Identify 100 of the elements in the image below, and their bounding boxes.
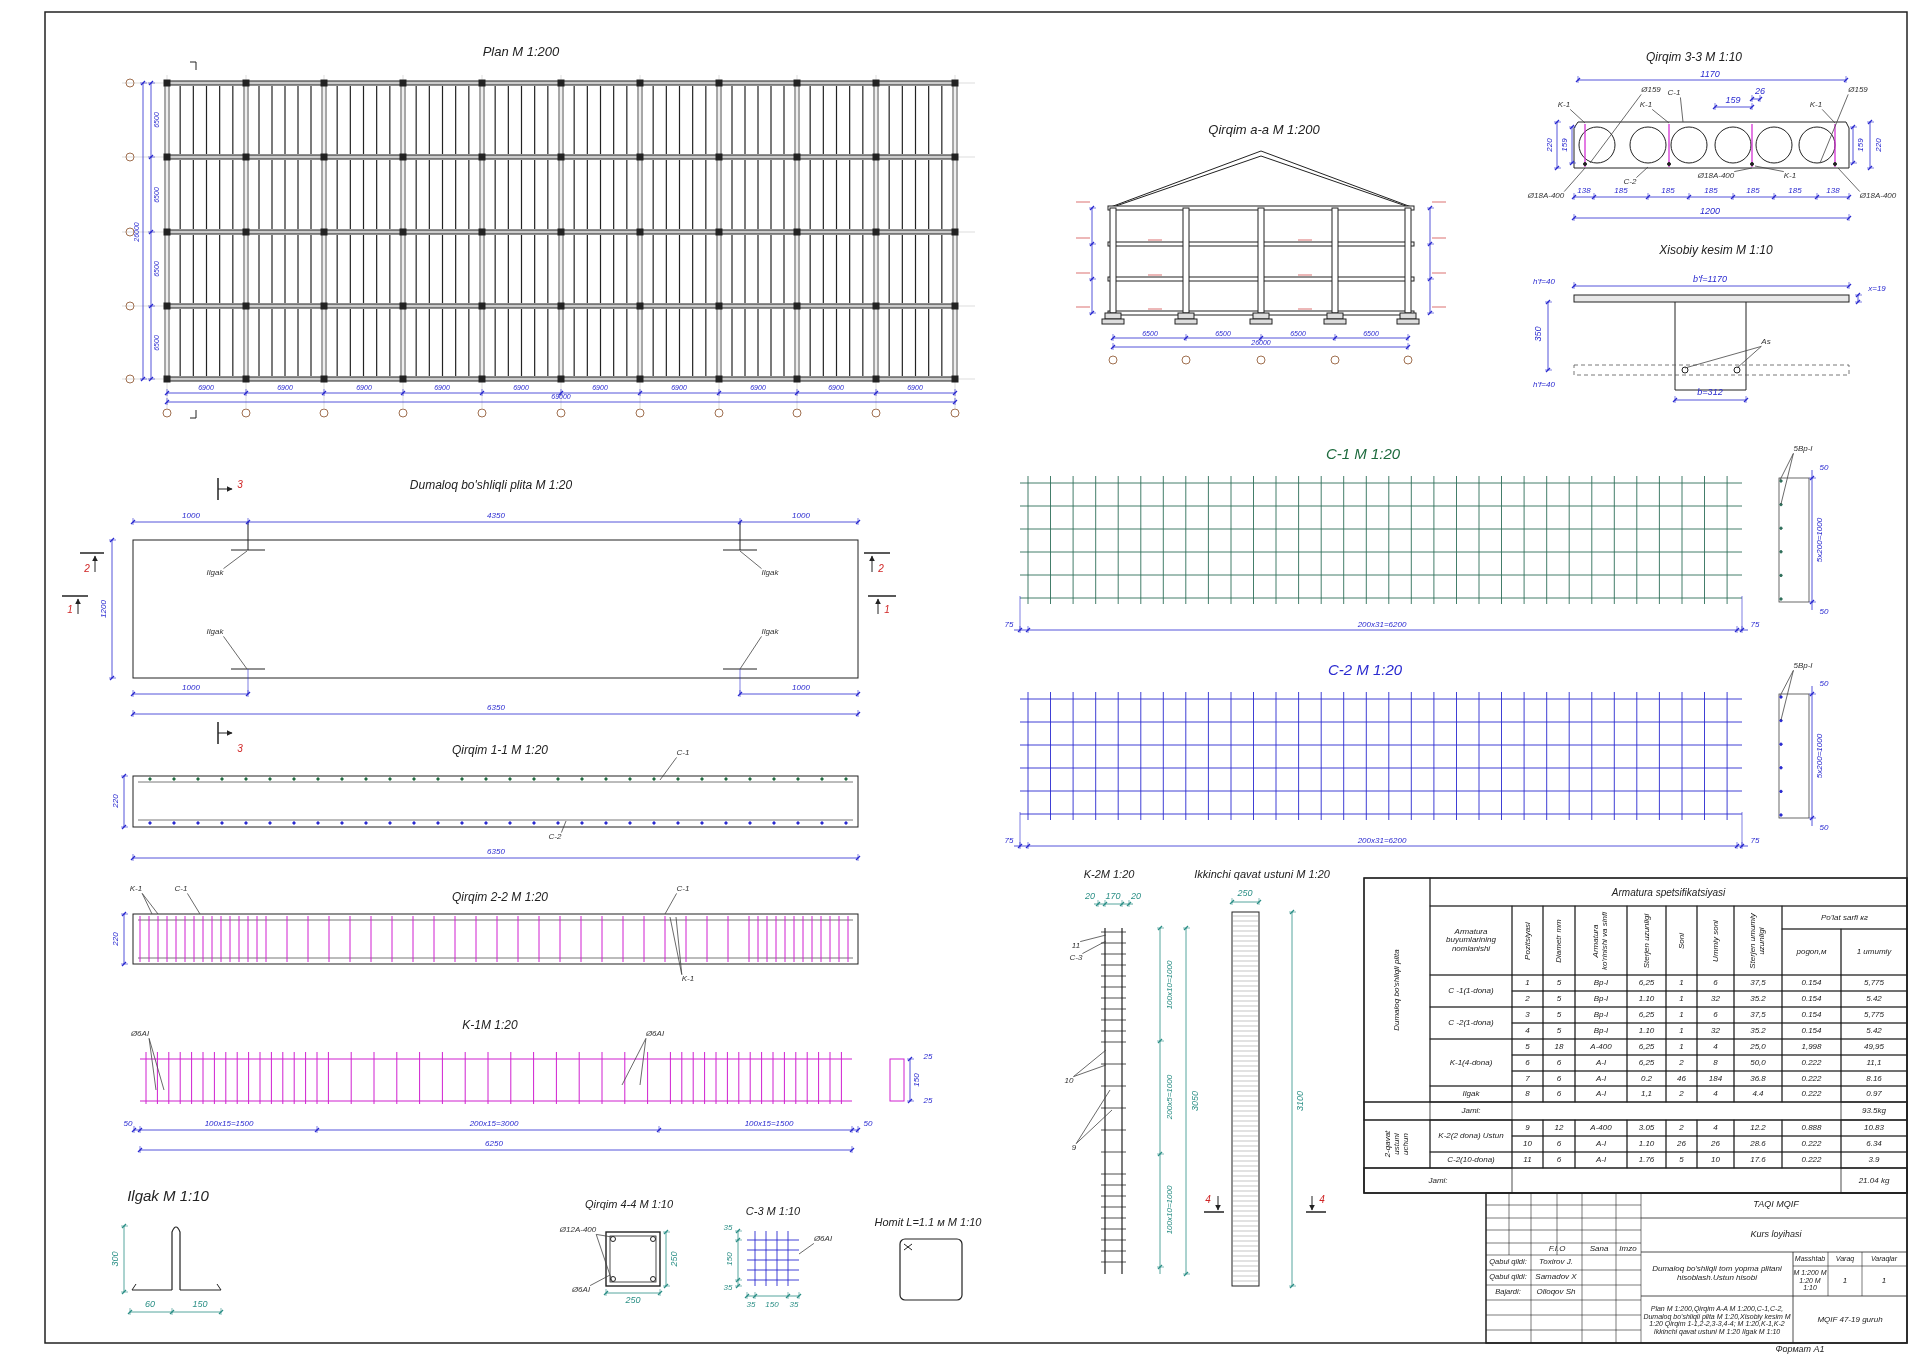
table-cell-text: 5,775 — [1863, 1010, 1885, 1020]
leader-line — [1680, 97, 1684, 123]
mesh-drawing — [746, 1230, 800, 1287]
view-title: Homit L=1.1 м M 1:10 — [874, 1215, 982, 1229]
table-cell-text: 10 — [1522, 1139, 1533, 1149]
table-cell-text: 1 — [1678, 1010, 1685, 1020]
dimension-value: b'f=1170 — [1693, 275, 1727, 285]
row-header: Dumaloq bo'shliqli plita — [1392, 948, 1402, 1033]
dimension-value: 150 — [765, 1300, 779, 1310]
dimension-value: 50 — [1819, 679, 1829, 689]
table-cell-text: 9 — [1524, 1123, 1531, 1133]
column-header: Ummiy soni — [1711, 918, 1720, 964]
table-cell-text: Bp-I — [1592, 1026, 1610, 1036]
dimension-value: 100x15=1500 — [744, 1119, 794, 1129]
leader-line — [589, 1274, 611, 1286]
section-number: 3 — [237, 742, 243, 754]
title-block-text: Samadov X — [1535, 1272, 1577, 1282]
table-cell-text: 6 — [1524, 1058, 1531, 1068]
leader-line — [1563, 167, 1586, 192]
table-cell-text: 6,25 — [1637, 1042, 1656, 1052]
dimension-value: 200x15=3000 — [469, 1119, 519, 1129]
table-cell-text: 6 — [1712, 978, 1719, 988]
table-cell-text: 1.10 — [1637, 1139, 1656, 1149]
sheet-format-text: Формат А1 — [1775, 1345, 1825, 1355]
column-header: Armatura buyumlarining nomlanishi — [1445, 927, 1497, 954]
table-cell-text: 2 — [1678, 1123, 1685, 1133]
callout-label: Ø18A-400 — [1859, 191, 1897, 201]
callout-label: C-2 — [1623, 177, 1637, 187]
row-header: C -2(1-dona) — [1447, 1018, 1495, 1028]
dimension-value: 3050 — [1191, 1091, 1201, 1111]
column-cage-drawing — [1100, 927, 1127, 1275]
dimension-value: 250 — [625, 1296, 641, 1306]
leader-line — [223, 550, 248, 569]
table-cell-text: A-I — [1594, 1074, 1608, 1083]
leader-line — [223, 636, 248, 670]
table-cell-text: 5 — [1524, 1042, 1531, 1052]
callout-label: Ø12A-400 — [559, 1225, 597, 1235]
table-cell-text: 32 — [1710, 1026, 1721, 1036]
table-cell-text: 6 — [1555, 1089, 1563, 1099]
dimension-value: 100x15=1500 — [204, 1119, 254, 1129]
leader-line — [1819, 94, 1849, 164]
table-cell-text: A-400 — [1589, 1123, 1613, 1133]
table-cell-text: 1,998 — [1800, 1042, 1823, 1052]
leader-line — [639, 1038, 647, 1086]
leader-line — [1651, 109, 1670, 124]
dimension-value: 220 — [111, 932, 121, 946]
dimension-value: 1000 — [792, 511, 810, 521]
dimension-value: 138 — [1826, 186, 1840, 196]
callout-label: C-1 — [676, 884, 690, 894]
table-cell-text: 8 — [1524, 1089, 1531, 1099]
callout-label: K-1 — [681, 974, 695, 984]
leader-line — [739, 636, 762, 670]
table-cell-text: 6,25 — [1637, 1010, 1656, 1020]
dimension-value: 250 — [670, 1251, 680, 1267]
dimension-value: h'f=40 — [1533, 380, 1555, 390]
view-title: Qirqim a-a M 1:200 — [1208, 122, 1320, 138]
table-cell-text: 0.154 — [1800, 978, 1823, 988]
view-title: Qirqim 3-3 M 1:10 — [1646, 51, 1742, 65]
callout-label: 5Bp-I — [1793, 444, 1813, 454]
table-cell-text: 11 — [1522, 1155, 1533, 1165]
table-cell-text: 4 — [1712, 1089, 1719, 1099]
dimension-value: h'f=40 — [1533, 277, 1555, 287]
column-header: Soni — [1677, 931, 1686, 951]
drawing-title: Dumaloq bo'shliqli tom yopma plitani hisoblash.Ustun hisobi — [1651, 1265, 1783, 1283]
table-cell-text: 1 — [1678, 994, 1685, 1004]
leader-line — [1780, 453, 1794, 505]
column-header: Sterjen uzunligi — [1642, 912, 1651, 970]
dimension-value: 150 — [192, 1300, 208, 1310]
dimension-value: 35 — [723, 1223, 733, 1233]
dimension-value: 159 — [1856, 138, 1866, 152]
table-cell-text: 50,0 — [1749, 1058, 1767, 1068]
table-cell-text: 18 — [1553, 1042, 1565, 1052]
leader-line — [1733, 167, 1753, 172]
leader-line — [1073, 1064, 1107, 1077]
dimension-value: 75 — [1750, 836, 1760, 846]
table-cell-text: 6.34 — [1865, 1139, 1883, 1149]
dimension-value: 4350 — [487, 511, 505, 521]
table-cell-text: 5 — [1555, 1026, 1563, 1036]
dimension-value: 50 — [1819, 463, 1829, 473]
view-title: Xisobiy kesim M 1:10 — [1659, 244, 1773, 258]
leader-line — [664, 893, 677, 915]
view-title: C-2 M 1:20 — [1327, 661, 1403, 679]
leader-line — [1636, 166, 1649, 178]
table-cell-text: 1.10 — [1637, 1026, 1656, 1036]
dimension-value: 50 — [863, 1119, 873, 1129]
leader-line — [595, 1234, 613, 1282]
leader-line — [669, 916, 683, 975]
view-title: Dumaloq bo'shliqli plita M 1:20 — [409, 479, 573, 493]
dimension-value: 159 — [1725, 96, 1741, 106]
row-header: C-2(10-dona) — [1446, 1155, 1496, 1165]
table-cell-text: 10 — [1710, 1155, 1721, 1165]
leader-line — [659, 757, 677, 781]
leader-line — [141, 893, 159, 915]
table-cell-text: 6,25 — [1637, 978, 1656, 988]
callout-label: C-1 — [174, 884, 188, 894]
dimension-value: 60 — [145, 1300, 155, 1310]
column-header: Pozitsiyasi — [1523, 920, 1532, 962]
table-cell-text: 5 — [1678, 1155, 1685, 1165]
table-cell-text: 0.888 — [1800, 1123, 1823, 1133]
callout-label: Ø6AI — [130, 1029, 150, 1039]
